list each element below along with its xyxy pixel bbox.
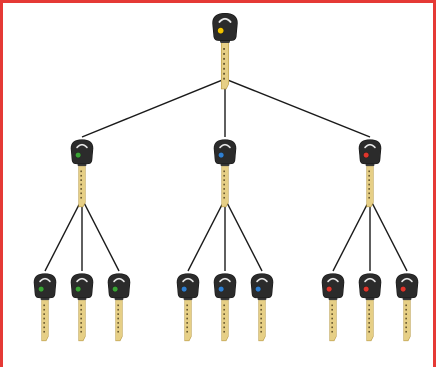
connector-line (332, 198, 371, 272)
sub-key-icon (213, 273, 237, 342)
sub-key-icon (176, 273, 200, 342)
connector-line (369, 198, 408, 272)
connector-line (81, 78, 226, 138)
sub-key-icon (33, 273, 57, 342)
sub-key-icon (70, 273, 94, 342)
sub-key-icon (358, 273, 382, 342)
connector-line (81, 198, 120, 272)
connector-line (224, 78, 371, 138)
connector-lines (44, 78, 408, 272)
sub-key-icon (107, 273, 131, 342)
group-key-icon (70, 139, 94, 208)
sub-key-icon (250, 273, 274, 342)
sub-key-icon (321, 273, 345, 342)
connector-line (187, 198, 226, 272)
keys-layer (33, 12, 419, 342)
sub-key-icon (395, 273, 419, 342)
key-hierarchy-diagram (33, 12, 419, 342)
connector-line (44, 198, 83, 272)
group-key-icon (213, 139, 237, 208)
connector-line (224, 198, 263, 272)
master-key-icon (212, 12, 238, 90)
group-key-icon (358, 139, 382, 208)
